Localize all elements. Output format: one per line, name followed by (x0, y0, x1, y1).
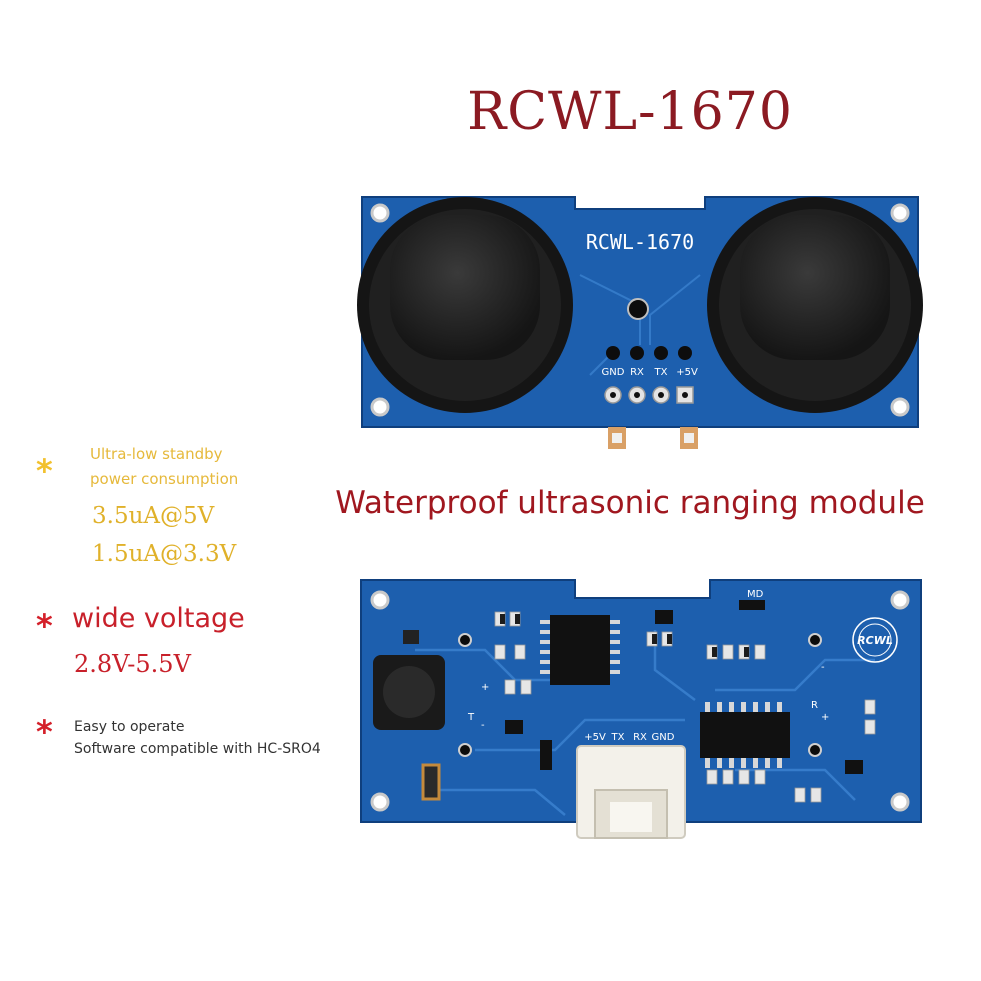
bottom-pin-label-5v: +5V (584, 732, 606, 743)
bottom-pin-label-gnd: GND (652, 732, 675, 743)
label-transmitter: T (467, 712, 475, 723)
bullet-star-operate: * (36, 713, 53, 751)
rcwl-logo: RCWL (852, 617, 898, 663)
center-hole (627, 298, 649, 320)
operate-line-1: Easy to operate (74, 719, 185, 735)
standby-value-3v3: 1.5uA@3.3V (92, 541, 237, 567)
vias (458, 633, 822, 757)
top-solder-pads (604, 386, 694, 404)
label-receiver: R (811, 700, 818, 711)
label-md: MD (747, 589, 764, 600)
top-pin-label-tx: TX (654, 367, 668, 378)
ic-chip-right (700, 702, 790, 768)
pin-header (606, 346, 692, 360)
standby-value-5v: 3.5uA@5V (92, 503, 215, 529)
inductor (373, 630, 445, 730)
label-minus-2: - (821, 662, 825, 673)
top-pin-label-5v: +5V (676, 367, 698, 378)
label-plus-1: + (481, 682, 489, 693)
operate-caption: Easy to operate Software compatible with… (74, 716, 321, 760)
ic-chip-left (540, 615, 620, 685)
bullet-star-voltage: * (36, 607, 53, 645)
white-connector (576, 745, 686, 839)
page-title: RCWL-1670 (467, 82, 793, 142)
top-mounting-holes (370, 203, 910, 417)
standby-caption: Ultra-low standby power consumption (90, 442, 238, 492)
logo-text: RCWL (857, 634, 893, 647)
top-silkscreen-model: RCWL-1670 (586, 230, 694, 254)
standby-caption-line-1: Ultra-low standby (90, 445, 223, 463)
left-transducer (357, 197, 573, 413)
smd-components (421, 600, 876, 803)
bottom-pin-label-tx: TX (611, 732, 625, 743)
standby-caption-line-2: power consumption (90, 470, 239, 488)
voltage-range: 2.8V-5.5V (74, 650, 191, 678)
bottom-board-image: MD T R + - + - RCWL +5V TX RX GND (360, 579, 922, 839)
top-pin-label-rx: RX (630, 367, 644, 378)
bullet-star-standby: * (36, 452, 53, 490)
bottom-mounting-holes (370, 590, 910, 812)
product-subtitle: Waterproof ultrasonic ranging module (335, 485, 925, 521)
voltage-heading: wide voltage (72, 603, 245, 634)
right-transducer (707, 197, 923, 413)
transducer-leads (608, 427, 698, 449)
top-pin-label-gnd: GND (602, 367, 625, 378)
top-board-image: RCWL-1670 GND RX TX +5V (357, 196, 923, 449)
label-plus-2: + (821, 712, 829, 723)
label-minus-1: - (481, 720, 485, 731)
bottom-pin-label-rx: RX (633, 732, 647, 743)
operate-line-2: Software compatible with HC-SRO4 (74, 741, 321, 757)
